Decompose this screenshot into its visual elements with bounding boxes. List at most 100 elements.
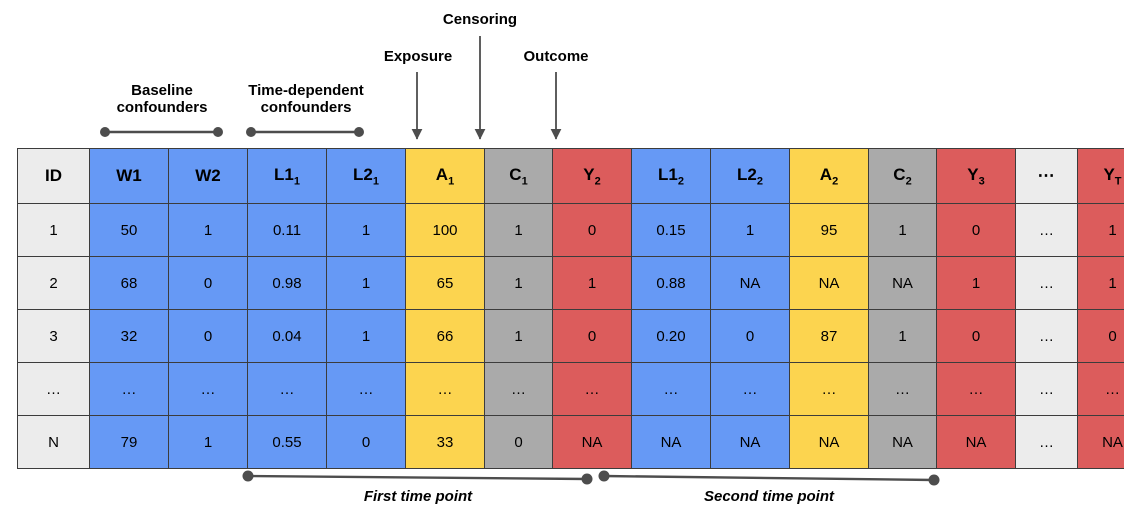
column-header-w2: W2 bbox=[168, 148, 248, 204]
row-id-cell: … bbox=[17, 362, 90, 416]
column-header-l11: L11 bbox=[247, 148, 327, 204]
column-header-c1: C1 bbox=[484, 148, 553, 204]
connector-time-dependent-confounders bbox=[246, 127, 364, 137]
table-cell: 0.88 bbox=[631, 256, 711, 310]
table-cell: NA bbox=[631, 415, 711, 469]
label-time-dependent-confounders: Time-dependent confounders bbox=[248, 82, 364, 116]
column-header-id: ID bbox=[17, 148, 90, 204]
table-cell: 0.15 bbox=[631, 203, 711, 257]
table-cell: 0.04 bbox=[247, 309, 327, 363]
table-cell: 1 bbox=[168, 415, 248, 469]
table-cell: … bbox=[1015, 309, 1078, 363]
table-cell: 0 bbox=[936, 309, 1016, 363]
table-cell: NA bbox=[552, 415, 632, 469]
column-header-a1: A1 bbox=[405, 148, 485, 204]
row-id-cell: 3 bbox=[17, 309, 90, 363]
table-cell: NA bbox=[789, 256, 869, 310]
row-id-cell: N bbox=[17, 415, 90, 469]
table-cell: NA bbox=[710, 256, 790, 310]
table-cell: 1 bbox=[1077, 256, 1124, 310]
label-first-time-point: First time point bbox=[363, 488, 473, 505]
column-header-yt: YT bbox=[1077, 148, 1124, 204]
table-cell: NA bbox=[1077, 415, 1124, 469]
table-cell: … bbox=[1015, 203, 1078, 257]
table-cell: 0 bbox=[168, 256, 248, 310]
table-cell: … bbox=[631, 362, 711, 416]
table-cell: … bbox=[168, 362, 248, 416]
table-cell: 1 bbox=[326, 256, 406, 310]
label-baseline-confounders: Baseline confounders bbox=[116, 82, 208, 116]
table-cell: 33 bbox=[405, 415, 485, 469]
table-cell: NA bbox=[868, 415, 937, 469]
table-cell: 1 bbox=[710, 203, 790, 257]
table-cell: 79 bbox=[89, 415, 169, 469]
table-cell: 65 bbox=[405, 256, 485, 310]
table-cell: … bbox=[1015, 415, 1078, 469]
column-header-c2: C2 bbox=[868, 148, 937, 204]
column-header-l12: L12 bbox=[631, 148, 711, 204]
table-cell: 95 bbox=[789, 203, 869, 257]
table-cell: … bbox=[1015, 256, 1078, 310]
table-cell: … bbox=[484, 362, 553, 416]
table-cell: 1 bbox=[552, 256, 632, 310]
table-cell: 0 bbox=[552, 203, 632, 257]
table-cell: NA bbox=[710, 415, 790, 469]
table-cell: 32 bbox=[89, 309, 169, 363]
table-cell: … bbox=[1015, 362, 1078, 416]
table-cell: 0 bbox=[326, 415, 406, 469]
column-header-y3: Y3 bbox=[936, 148, 1016, 204]
table-cell: NA bbox=[868, 256, 937, 310]
row-id-cell: 2 bbox=[17, 256, 90, 310]
table-cell: 1 bbox=[868, 203, 937, 257]
table-cell: … bbox=[247, 362, 327, 416]
column-header-l21: L21 bbox=[326, 148, 406, 204]
label-second-time-point: Second time point bbox=[703, 488, 834, 505]
label-censoring: Censoring bbox=[442, 11, 518, 28]
table-cell: 0 bbox=[552, 309, 632, 363]
table-cell: 68 bbox=[89, 256, 169, 310]
table-cell: 1 bbox=[326, 309, 406, 363]
column-header-: ⋯ bbox=[1015, 148, 1078, 204]
table-cell: NA bbox=[936, 415, 1016, 469]
table-cell: 1 bbox=[326, 203, 406, 257]
table-cell: 1 bbox=[484, 203, 553, 257]
table-cell: 1 bbox=[484, 309, 553, 363]
connector-first-time-point bbox=[242, 470, 593, 485]
table-cell: 0 bbox=[484, 415, 553, 469]
column-header-w1: W1 bbox=[89, 148, 169, 204]
table-cell: 1 bbox=[1077, 203, 1124, 257]
table-cell: 87 bbox=[789, 309, 869, 363]
label-outcome: Outcome bbox=[523, 48, 589, 65]
table-cell: 66 bbox=[405, 309, 485, 363]
table-cell: … bbox=[552, 362, 632, 416]
connector-second-time-point bbox=[598, 470, 940, 486]
table-cell: 0.20 bbox=[631, 309, 711, 363]
table-cell: 0.55 bbox=[247, 415, 327, 469]
table-row: ……………………………………… bbox=[17, 362, 1124, 416]
table-cell: 0.11 bbox=[247, 203, 327, 257]
row-id-cell: 1 bbox=[17, 203, 90, 257]
table-cell: 50 bbox=[89, 203, 169, 257]
label-exposure: Exposure bbox=[383, 48, 453, 65]
table-cell: 1 bbox=[484, 256, 553, 310]
table-cell: … bbox=[789, 362, 869, 416]
table-cell: 1 bbox=[168, 203, 248, 257]
table-cell: … bbox=[868, 362, 937, 416]
column-header-l22: L22 bbox=[710, 148, 790, 204]
table-cell: 0 bbox=[936, 203, 1016, 257]
connector-baseline-confounders bbox=[100, 127, 223, 137]
table-cell: … bbox=[1077, 362, 1124, 416]
table-cell: 0 bbox=[1077, 309, 1124, 363]
table-cell: 0 bbox=[710, 309, 790, 363]
table-cell: … bbox=[89, 362, 169, 416]
table-cell: 0 bbox=[168, 309, 248, 363]
